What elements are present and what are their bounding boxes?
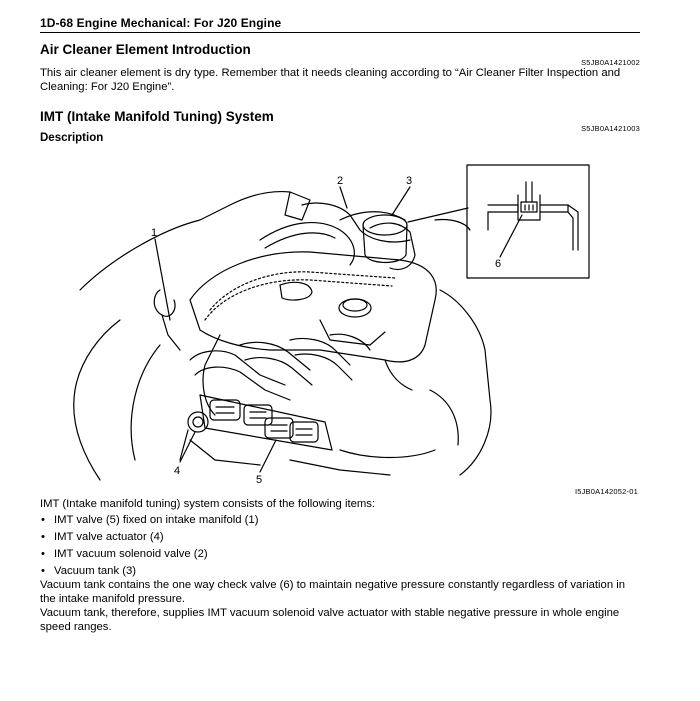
header-rule [40,32,640,33]
section-code-imt: S5JB0A1421003 [581,124,640,133]
vacuum-tank-paragraph-1: Vacuum tank contains the one way check v… [40,579,626,605]
engine-illustration: 1 2 3 4 5 6 [73,164,590,486]
list-item: IMT valve actuator (4) [40,530,640,547]
section-title-air-cleaner: Air Cleaner Element Introduction [40,42,251,57]
callout-5: 5 [256,474,262,486]
list-item: IMT vacuum solenoid valve (2) [40,547,640,564]
figure-code: I5JB0A142052-01 [574,487,638,496]
section-code-air-cleaner: S5JB0A1421002 [581,58,640,67]
callout-1: 1 [151,227,157,239]
callout-2: 2 [337,175,343,187]
imt-intro: IMT (Intake manifold tuning) system cons… [40,498,376,510]
callout-3: 3 [406,175,412,187]
list-item: Vacuum tank (3) [40,564,640,581]
vacuum-tank-paragraph-2: Vacuum tank, therefore, supplies IMT vac… [40,607,620,633]
callout-4: 4 [174,465,180,477]
list-item: IMT valve (5) fixed on intake manifold (… [40,513,640,530]
callout-6: 6 [495,258,501,270]
section-title-imt: IMT (Intake Manifold Tuning) System [40,109,274,124]
page-header: 1D-68 Engine Mechanical: For J20 Engine [40,16,282,30]
air-cleaner-paragraph: This air cleaner element is dry type. Re… [40,67,621,93]
subheading-description: Description [40,132,104,144]
imt-items-list: IMT valve (5) fixed on intake manifold (… [40,513,640,581]
